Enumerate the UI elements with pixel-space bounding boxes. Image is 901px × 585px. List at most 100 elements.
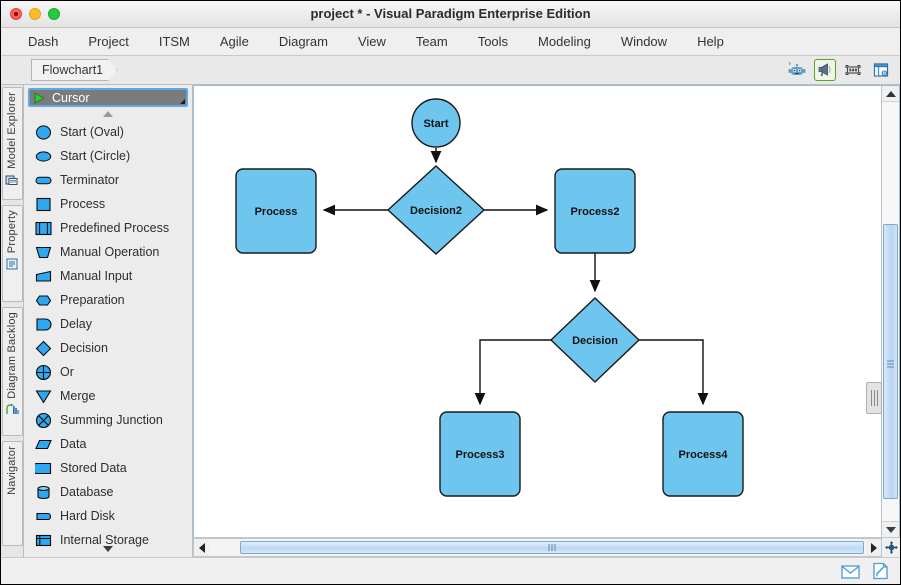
menu-item-team[interactable]: Team	[415, 34, 448, 49]
flow-node-process2[interactable]: Process2	[554, 168, 636, 254]
sidebar-tab-navigator[interactable]: Navigator	[1, 441, 23, 546]
flow-node-process[interactable]: Process	[235, 168, 317, 254]
canvas-horizontal-scroll-row	[193, 537, 900, 557]
palette-item-delay[interactable]: Delay	[30, 312, 192, 336]
pan-tool-icon[interactable]	[882, 538, 900, 557]
palette-item-merge[interactable]: Merge	[30, 384, 192, 408]
sidebar-tab-label: Property	[6, 210, 18, 254]
sidebar-tab-diagram-backlog[interactable]: Diagram Backlog	[1, 307, 23, 436]
note-document-icon[interactable]	[870, 562, 890, 580]
canvas-vertical-scrollbar[interactable]	[881, 86, 899, 537]
edge-decision-to-process4	[639, 339, 709, 406]
scroll-grip-icon	[548, 544, 556, 551]
flow-node-process3[interactable]: Process3	[439, 411, 521, 497]
window-title: project * - Visual Paradigm Enterprise E…	[310, 6, 591, 21]
palette-item-manual-operation[interactable]: Manual Operation	[30, 240, 192, 264]
flow-node-decision2[interactable]: Decision2	[386, 165, 486, 255]
scroll-up-button[interactable]	[882, 86, 899, 102]
palette-item-label: Internal Storage	[60, 533, 149, 547]
panel-collapse-handle[interactable]	[866, 382, 882, 414]
menu-item-modeling[interactable]: Modeling	[538, 34, 591, 49]
palette-item-decision[interactable]: Decision	[30, 336, 192, 360]
sidebar-tab-label: Navigator	[6, 446, 18, 495]
palette-item-hard-disk[interactable]: Hard Disk	[30, 504, 192, 528]
palette-item-label: Decision	[60, 341, 108, 355]
filmstrip-resize-icon[interactable]	[842, 59, 864, 81]
palette-item-predefined-process[interactable]: Predefined Process	[30, 216, 192, 240]
diagram-canvas[interactable]: Start Decision2 Process Process2	[193, 85, 900, 537]
scroll-down-button[interactable]	[882, 521, 899, 537]
or-icon	[34, 363, 52, 381]
canvas-horizontal-scrollbar[interactable]	[193, 538, 882, 557]
svg-text:Process: Process	[255, 206, 298, 218]
horizontal-scroll-thumb[interactable]	[240, 541, 864, 554]
palette-item-start-oval[interactable]: Start (Oval)	[30, 120, 192, 144]
palette-scroll-down-arrow[interactable]	[24, 542, 192, 555]
palette-item-terminator[interactable]: Terminator	[30, 168, 192, 192]
palette-item-internal-storage[interactable]: Internal Storage	[30, 528, 192, 552]
palette-item-list: Start (Oval) Start (Circle) Terminator	[24, 120, 192, 552]
palette-scroll-up-arrow[interactable]	[24, 107, 192, 120]
start-oval-icon	[34, 123, 52, 141]
menu-item-help[interactable]: Help	[697, 34, 724, 49]
sidebar-tab-property[interactable]: Property	[1, 205, 23, 302]
palette-item-label: Cursor	[52, 90, 90, 105]
palette-item-process[interactable]: Process	[30, 192, 192, 216]
scroll-right-button[interactable]	[866, 539, 881, 556]
svg-text:Decision2: Decision2	[410, 205, 462, 217]
vertical-scroll-track[interactable]	[882, 102, 899, 521]
minimize-window-button[interactable]	[29, 8, 41, 20]
menu-item-tools[interactable]: Tools	[477, 34, 509, 49]
decision-icon	[34, 339, 52, 357]
flow-node-decision[interactable]: Decision	[549, 297, 641, 383]
predefined-process-icon	[34, 219, 52, 237]
menu-item-itsm[interactable]: ITSM	[158, 34, 190, 49]
palette-item-label: Data	[60, 437, 87, 451]
scroll-left-button[interactable]	[194, 539, 209, 556]
palette-item-start-circle[interactable]: Start (Circle)	[30, 144, 192, 168]
svg-text:Start: Start	[423, 118, 448, 130]
flow-node-process4[interactable]: Process4	[662, 411, 744, 497]
menu-item-diagram[interactable]: Diagram	[278, 34, 328, 49]
menu-item-project[interactable]: Project	[88, 34, 129, 49]
palette-item-label: Merge	[60, 389, 96, 403]
mail-envelope-icon[interactable]	[840, 562, 860, 580]
flow-node-start[interactable]: Start	[411, 98, 461, 148]
palette-item-cursor[interactable]: Cursor	[28, 88, 188, 107]
palette-item-label: Terminator	[60, 173, 120, 187]
maximize-window-button[interactable]	[48, 8, 60, 20]
menu-bar: Dash Project ITSM Agile Diagram View Tea…	[1, 28, 900, 56]
sidebar-tab-label: Diagram Backlog	[6, 312, 18, 399]
menu-item-view[interactable]: View	[357, 34, 386, 49]
document-tab-flowchart1[interactable]: Flowchart1	[31, 59, 108, 81]
internal-storage-icon	[34, 531, 52, 549]
palette-item-label: Database	[60, 485, 114, 499]
palette-item-stored-data[interactable]: Stored Data	[30, 456, 192, 480]
svg-text:Process4: Process4	[679, 449, 729, 461]
document-tab-label: Flowchart1	[42, 63, 104, 77]
palette-item-or[interactable]: Or	[30, 360, 192, 384]
palette-item-manual-input[interactable]: Manual Input	[30, 264, 192, 288]
sidebar-tab-model-explorer[interactable]: Model Explorer	[1, 87, 23, 200]
palette-item-database[interactable]: Database	[30, 480, 192, 504]
hard-disk-icon	[34, 507, 52, 525]
shape-palette: Cursor Start (Oval) Start (Circle)	[24, 85, 193, 557]
window-layout-icon[interactable]	[870, 59, 892, 81]
menu-item-window[interactable]: Window	[620, 34, 668, 49]
diagram-backlog-icon	[5, 403, 19, 417]
close-window-button[interactable]	[10, 8, 22, 20]
property-icon	[5, 257, 19, 271]
vertical-scroll-thumb[interactable]	[883, 224, 898, 499]
menu-item-agile[interactable]: Agile	[219, 34, 249, 49]
palette-item-label: Process	[60, 197, 106, 211]
palette-item-label: Or	[60, 365, 74, 379]
menu-item-dash[interactable]: Dash	[28, 34, 59, 49]
start-circle-icon	[34, 147, 52, 165]
palette-item-label: Predefined Process	[60, 221, 170, 235]
palette-item-preparation[interactable]: Preparation	[30, 288, 192, 312]
merge-icon	[34, 387, 52, 405]
robot-assistant-icon[interactable]	[786, 59, 808, 81]
megaphone-announcement-icon[interactable]	[814, 59, 836, 81]
palette-item-data[interactable]: Data	[30, 432, 192, 456]
palette-item-summing-junction[interactable]: Summing Junction	[30, 408, 192, 432]
